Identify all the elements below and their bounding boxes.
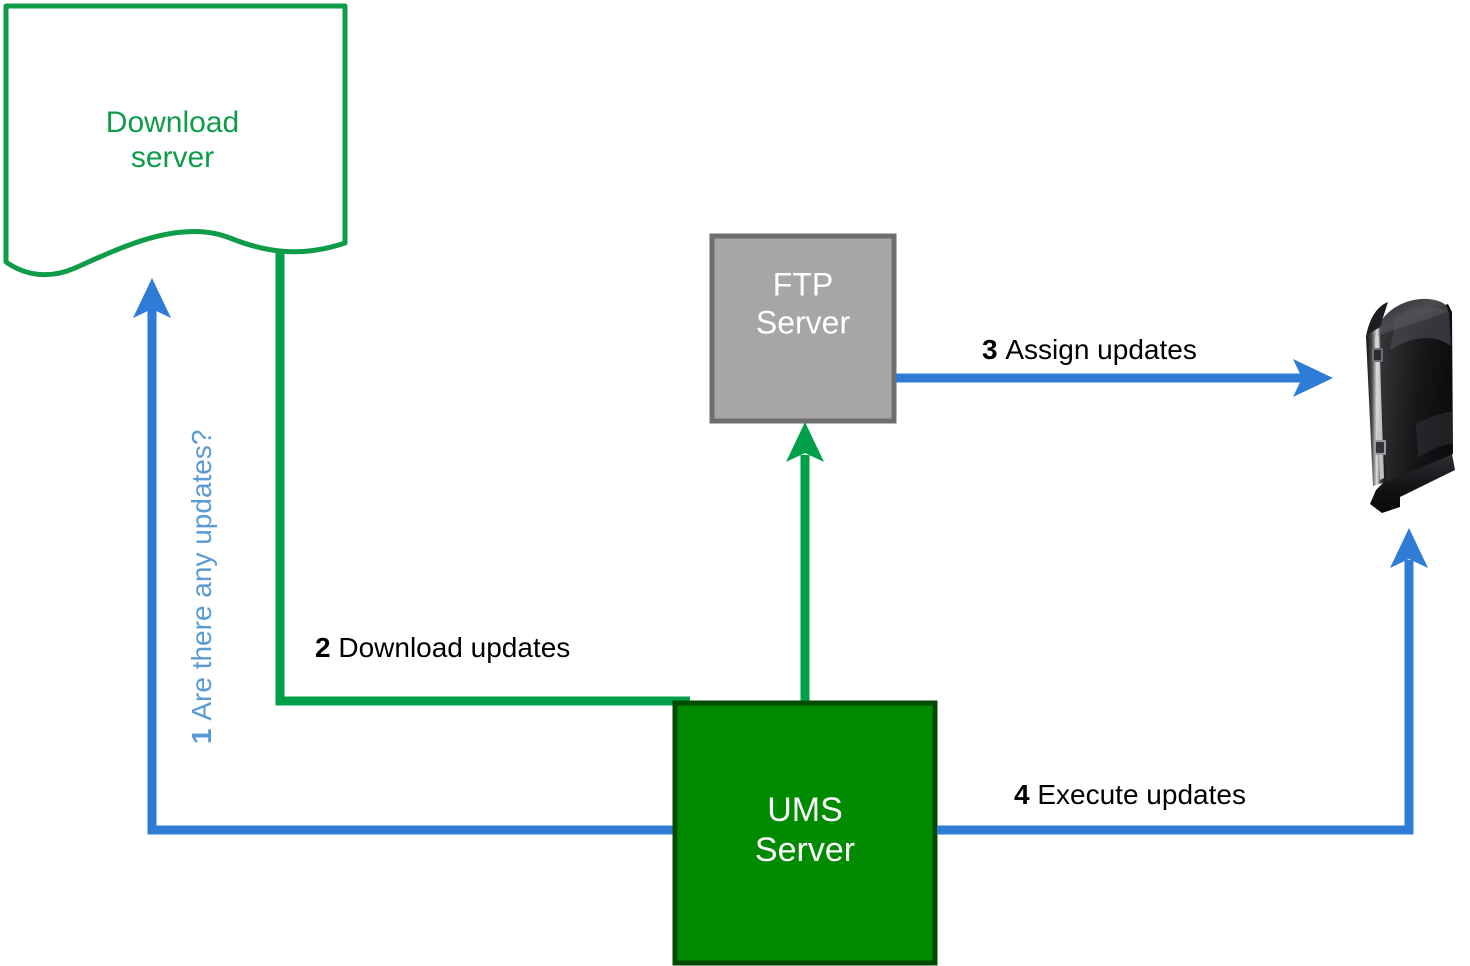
ums-server-box xyxy=(672,700,938,966)
thin-client-device-icon xyxy=(1366,298,1455,513)
flow-ums-to-ftp-arrow xyxy=(786,422,824,701)
flow-2-arrow-download-updates xyxy=(275,252,690,706)
ftp-server-box xyxy=(709,233,897,424)
thin-client-device xyxy=(1356,294,1456,518)
flow-3-arrow-assign-updates xyxy=(896,359,1333,397)
flow-1-arrow-are-there-any-updates xyxy=(133,278,673,835)
download-server-shape xyxy=(3,3,348,278)
flow-4-arrow-execute-updates xyxy=(937,528,1428,835)
